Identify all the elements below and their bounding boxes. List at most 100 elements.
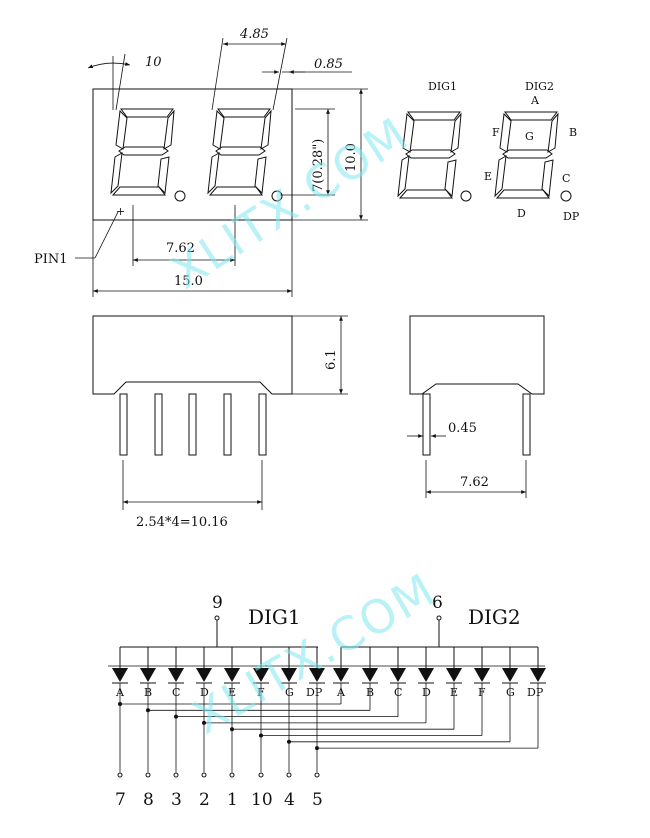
diode-dig1-c — [168, 668, 184, 682]
display-body-outline — [92, 88, 293, 221]
diode-dig2-e — [446, 668, 462, 682]
diode-label-dig1-e: E — [228, 686, 236, 699]
diode-label-dig2-c: C — [394, 686, 402, 699]
end-view: 0.45 7.62 — [407, 315, 545, 498]
pin1-plus: + — [116, 205, 125, 218]
seg-label-b: B — [569, 126, 577, 139]
id-dig1-label: DIG1 — [428, 80, 457, 93]
pin-dia-label: 0.45 — [448, 421, 477, 436]
seg-label-a: A — [530, 94, 540, 107]
diode-dig1-d — [196, 668, 212, 682]
bottom-pin-terminal-4 — [286, 772, 292, 778]
side-pin-1 — [119, 393, 128, 456]
segment-wiring — [118, 683, 539, 772]
slant-arc — [87, 62, 131, 69]
watermark-bottom: XLITX.COM — [184, 562, 446, 744]
end-pin-right — [522, 393, 531, 456]
end-body-outline — [409, 315, 545, 395]
pin-row — [119, 393, 267, 456]
slant-tilted — [115, 53, 126, 111]
diode-label-dig2-b: B — [366, 686, 374, 699]
diode-dig2-c — [390, 668, 406, 682]
char-height-label: 7(0.28") — [311, 139, 326, 192]
side-pin-2 — [154, 393, 163, 456]
diode-label-dig2-g: G — [506, 686, 515, 699]
side-pin-4 — [223, 393, 232, 456]
watermark-top: XLITX.COM — [162, 106, 419, 299]
seg-label-e: E — [484, 170, 492, 183]
diode-label-dig1-g: G — [285, 686, 294, 699]
side-body-outline — [92, 315, 293, 395]
id-dig2-label: DIG2 — [525, 80, 554, 93]
body-height-label: 10.0 — [344, 143, 359, 172]
pin1-leader — [94, 211, 119, 259]
diode-dig2-d — [418, 668, 434, 682]
seg-label-f: F — [492, 126, 500, 139]
diode-label-dig2-a: A — [336, 686, 346, 699]
id-digit-1-dp — [460, 190, 472, 202]
diode-dig1-f — [253, 668, 269, 682]
side-pin-5 — [258, 393, 267, 456]
bottom-pin-terminal-2 — [201, 772, 207, 778]
common-pin-dig1-terminal — [214, 615, 220, 621]
bottom-pin-8: 8 — [143, 790, 154, 810]
diode-label-dig1-d: D — [200, 686, 209, 699]
digit-1-segments — [110, 108, 175, 196]
common-pin-dig1: 9 — [212, 593, 223, 613]
diode-label-dig1-a: A — [115, 686, 125, 699]
digit-2-segments — [207, 108, 272, 196]
pin-pitch-label: 2.54*4=10.16 — [136, 515, 228, 530]
diode-label-dig2-d: D — [422, 686, 431, 699]
bottom-pin-terminal-7 — [117, 772, 123, 778]
seg-label-d: D — [517, 207, 526, 220]
side-height-label: 6.1 — [324, 349, 339, 370]
seg-label-dp: DP — [563, 210, 580, 223]
diode-dig2-a — [333, 668, 349, 682]
bottom-pin-terminal-8 — [145, 772, 151, 778]
id-digit-2-dp — [560, 190, 572, 202]
seg-label-c: C — [562, 172, 570, 185]
diode-dig1-g — [281, 668, 297, 682]
body-width-label: 15.0 — [174, 274, 203, 289]
bottom-pin-1: 1 — [227, 790, 238, 810]
diode-dig2-b — [362, 668, 378, 682]
bottom-pin-terminal-5 — [314, 772, 320, 778]
digit-2-dp — [271, 190, 283, 202]
bottom-pin-4: 4 — [284, 790, 295, 810]
seg-label-g: G — [525, 130, 534, 143]
front-view: + PIN1 10 4.85 0.85 7(0.28") 10.0 7. — [34, 27, 368, 297]
bottom-pin-terminal-1 — [229, 772, 235, 778]
bottom-pin-10: 10 — [251, 790, 273, 810]
schematic-dig1-title: DIG1 — [248, 605, 301, 629]
diode-label-dig1-dp: DP — [306, 686, 323, 699]
bottom-pin-7: 7 — [115, 790, 126, 810]
diode-label-dig2-dp: DP — [527, 686, 544, 699]
bottom-pin-2: 2 — [199, 790, 210, 810]
diode-label-dig1-f: F — [257, 686, 265, 699]
diode-dig1-e — [224, 668, 240, 682]
pin1-label: PIN1 — [34, 252, 68, 267]
bottom-pin-5: 5 — [312, 790, 323, 810]
pitch-ext-left — [211, 37, 224, 111]
id-digit-2 — [494, 111, 559, 199]
diode-label-dig2-f: F — [478, 686, 486, 699]
digit-pitch-label: 4.85 — [239, 27, 269, 42]
digit-1-dp — [174, 190, 186, 202]
common-pin-dig2-terminal — [436, 615, 442, 621]
diode-dig1-b — [140, 668, 156, 682]
diode-label-dig1-c: C — [172, 686, 180, 699]
bottom-pin-3: 3 — [171, 790, 182, 810]
row-spacing-label: 7.62 — [166, 241, 195, 256]
diode-dig1-dp — [309, 668, 325, 682]
segment-width-label: 0.85 — [314, 57, 343, 72]
slant-angle-label: 10 — [145, 55, 162, 70]
bottom-pin-terminal-10 — [258, 772, 264, 778]
diode-label-dig2-e: E — [450, 686, 458, 699]
bottom-pin-terminal-3 — [173, 772, 179, 778]
end-pin-left — [422, 393, 431, 456]
side-pin-3 — [188, 393, 197, 456]
